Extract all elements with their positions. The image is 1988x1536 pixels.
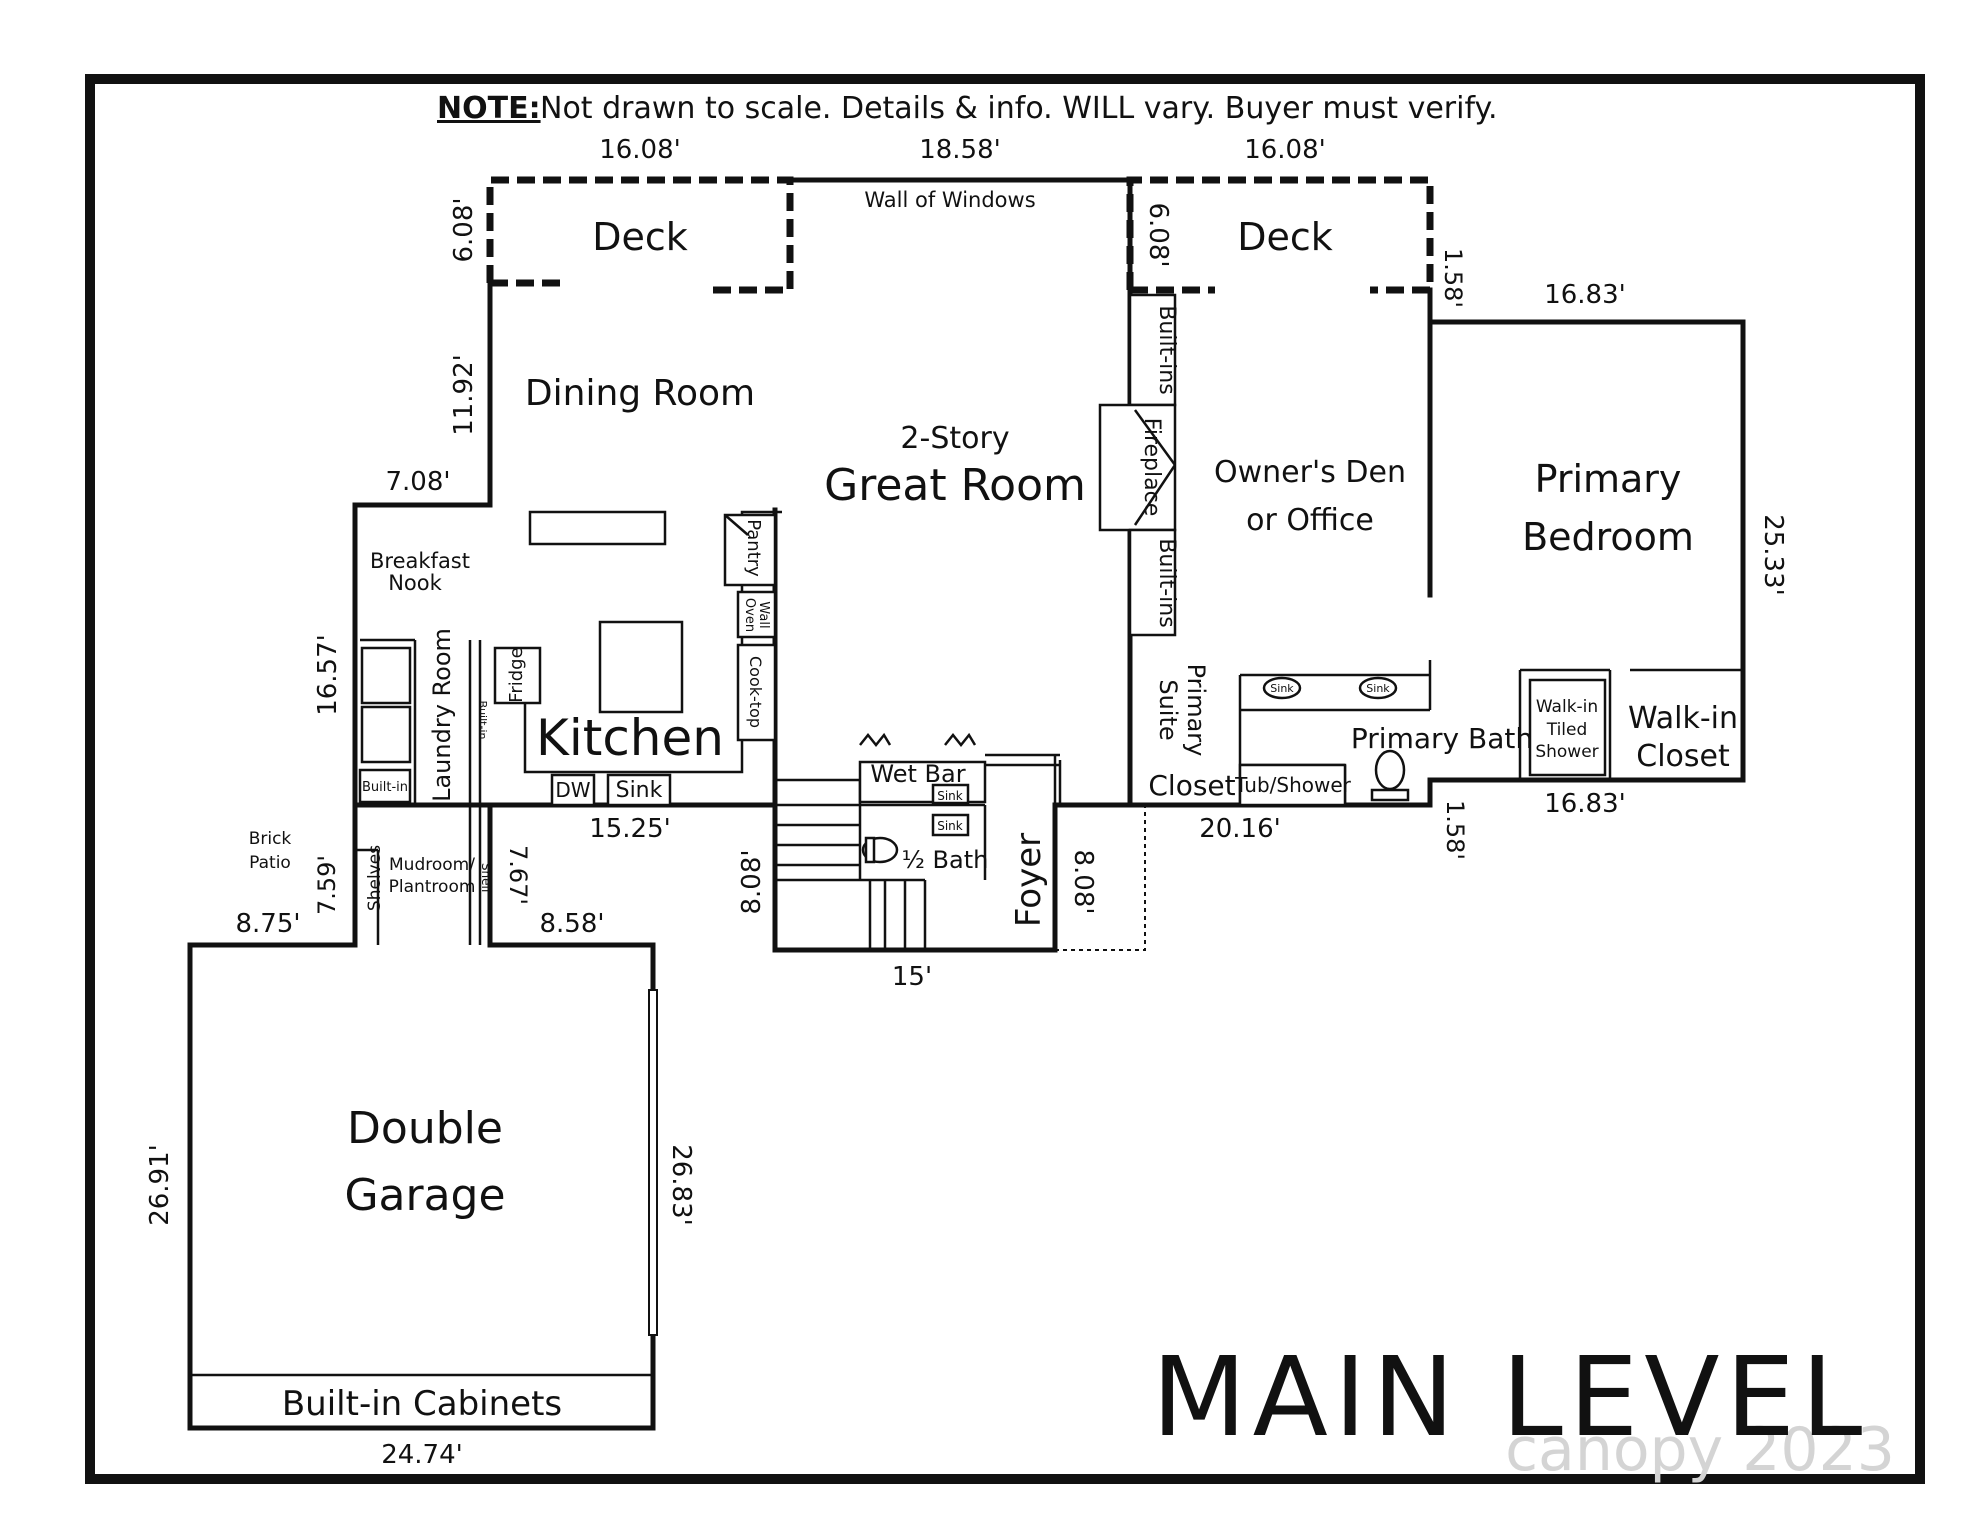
fixture-built-in-laundry: Built-in <box>476 701 489 740</box>
fixture-sink-kitchen: Sink <box>616 778 663 803</box>
room-kitchen: Kitchen <box>536 709 724 767</box>
dim-bedroom-top: 16.83' <box>1544 280 1626 310</box>
fixture-fridge: Fridge <box>506 647 527 702</box>
dim-foyer-bottom: 15' <box>892 962 932 992</box>
dimension-labels: 16.08' 18.58' 16.08' 6.08' 6.08' 11.92' … <box>145 135 1788 1470</box>
room-owners-den-line2: or Office <box>1246 503 1374 538</box>
fixture-pantry: Pantry <box>743 519 764 577</box>
fixture-sink-bath-1: Sink <box>1270 682 1294 695</box>
dim-top-right: 16.08' <box>1244 135 1326 165</box>
fixture-labels: Built-ins Fireplace Built-ins Pantry Wal… <box>282 305 1599 1424</box>
watermark: canopy 2023 <box>1505 1415 1895 1485</box>
room-great-room-line1: 2-Story <box>900 421 1009 456</box>
wall-of-windows-label: Wall of Windows <box>864 188 1035 212</box>
dim-mudroom-depth: 7.67' <box>504 845 532 905</box>
room-double-garage-line1: Double <box>347 1103 503 1154</box>
dim-bedroom-depth: 25.33' <box>1758 514 1788 596</box>
room-foyer: Foyer <box>1009 833 1049 927</box>
dim-step-right-bottom: 1.58' <box>1441 800 1469 860</box>
room-owners-den-line1: Owner's Den <box>1214 455 1406 490</box>
dim-patio-depth: 7.59' <box>313 855 341 915</box>
dim-stair-depth: 8.08' <box>737 849 767 914</box>
dim-step-right-top: 1.58' <box>1439 248 1467 308</box>
fixture-built-in-small: Built-in <box>362 780 408 795</box>
fixture-wall-oven-line2: Oven <box>742 598 757 632</box>
room-brick-patio-line2: Patio <box>249 853 291 873</box>
dim-nook-offset: 7.08' <box>385 467 450 497</box>
room-deck-right: Deck <box>1237 215 1333 259</box>
dim-garage-bottom: 24.74' <box>381 1440 463 1470</box>
room-dining-room: Dining Room <box>525 373 755 414</box>
room-wet-bar: Wet Bar <box>870 760 965 788</box>
dim-kitchen-bottom: 15.25' <box>589 814 671 844</box>
fixture-dw: DW <box>555 778 590 802</box>
dim-deck-left-depth: 6.08' <box>449 197 479 262</box>
room-breakfast-nook-line1: Breakfast <box>370 549 470 573</box>
fixture-built-ins-lower: Built-ins <box>1154 538 1179 627</box>
room-brick-patio-line1: Brick <box>249 829 292 849</box>
dim-deck-right-depth: 6.08' <box>1143 202 1173 267</box>
room-labels: Deck Deck Wall of Windows Dining Room 2-… <box>249 188 1738 1221</box>
fixture-shower-line2: Tiled <box>1546 720 1588 740</box>
page-title: MAIN LEVEL <box>1152 1333 1869 1461</box>
dim-garage-left: 26.91' <box>145 1144 175 1226</box>
note-text: Not drawn to scale. Details & info. WILL… <box>540 91 1498 126</box>
fixture-built-in-cabinets: Built-in Cabinets <box>282 1384 562 1424</box>
room-great-room-line2: Great Room <box>824 460 1086 511</box>
fixture-shower-line3: Shower <box>1535 742 1598 762</box>
dim-garage-right: 26.83' <box>666 1144 696 1226</box>
dim-bedroom-bottom: 16.83' <box>1544 789 1626 819</box>
foyer-dotted-line <box>1055 805 1146 951</box>
fixture-shower-line1: Walk-in <box>1536 697 1598 717</box>
room-primary-bedroom-line1: Primary <box>1535 457 1682 501</box>
fixture-wall-oven-line1: Wall <box>756 601 771 628</box>
room-half-bath: ½ Bath <box>902 846 989 874</box>
room-double-garage-line2: Garage <box>344 1170 505 1221</box>
room-primary-bedroom-line2: Bedroom <box>1522 515 1694 559</box>
fixture-sink-bath-2: Sink <box>1366 682 1390 695</box>
dim-dining-depth: 11.92' <box>449 354 479 436</box>
fixture-sink-bar: Sink <box>937 789 963 803</box>
room-laundry-room: Laundry Room <box>428 628 456 802</box>
room-primary-suite-line1: Primary <box>1182 664 1210 757</box>
fixture-cook-top: Cook-top <box>746 656 765 728</box>
fixture-shelf: Shelf <box>479 863 493 894</box>
room-primary-bath: Primary Bath <box>1351 722 1533 755</box>
room-primary-suite-line2: Suite <box>1154 679 1182 740</box>
room-mudroom-line1: Mudroom/ <box>389 855 475 875</box>
room-closet: Closet <box>1148 769 1235 802</box>
note-prefix: NOTE: <box>437 91 541 126</box>
page-frame <box>85 74 1925 1484</box>
fixture-tub-shower: Tub/Shower <box>1234 773 1352 797</box>
room-breakfast-nook-line2: Nook <box>388 571 442 595</box>
fixture-sink-half-bath: Sink <box>937 819 963 833</box>
room-deck-left: Deck <box>592 215 688 259</box>
room-walk-in-closet-line1: Walk-in <box>1628 701 1738 736</box>
main-walls <box>187 177 1746 1431</box>
fixture-built-ins-upper: Built-ins <box>1154 305 1179 394</box>
dim-foyer-depth: 8.08' <box>1068 849 1098 914</box>
fixture-shelves: Shelves <box>365 845 385 911</box>
fixture-fireplace: Fireplace <box>1139 418 1164 516</box>
room-walk-in-closet-line2: Closet <box>1636 739 1730 774</box>
dim-mudroom-width: 8.58' <box>539 909 604 939</box>
dim-top-left: 16.08' <box>599 135 681 165</box>
interior-lines <box>190 293 1743 1377</box>
dim-top-center: 18.58' <box>919 135 1001 165</box>
dim-den-bottom: 20.16' <box>1199 814 1281 844</box>
room-mudroom-line2: Plantroom <box>389 877 476 897</box>
dim-nook-depth: 16.57' <box>313 634 343 716</box>
dim-patio-width: 8.75' <box>235 909 300 939</box>
